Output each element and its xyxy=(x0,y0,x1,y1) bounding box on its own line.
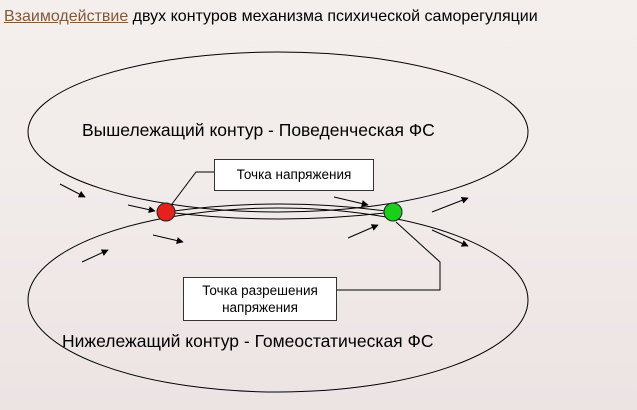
channel-bottom xyxy=(165,211,394,220)
flow-arrow xyxy=(127,204,156,214)
channel-top xyxy=(165,203,394,213)
resolution-label-line2: напряжения xyxy=(222,300,298,315)
flow-arrow xyxy=(347,224,379,239)
resolution-point-marker xyxy=(383,202,403,222)
flow-arrow xyxy=(431,229,469,247)
flow-arrow xyxy=(333,196,369,207)
upper-contour-label: Вышележащий контур - Поведенческая ФС xyxy=(82,120,435,140)
upper-contour-ellipse xyxy=(27,51,529,213)
flow-arrow xyxy=(81,249,109,263)
tension-point-marker xyxy=(156,202,176,222)
flow-arrow xyxy=(431,197,469,213)
tension-point-callout: Точка напряжения xyxy=(214,159,374,191)
title-text: двух контуров механизма психической само… xyxy=(128,8,538,25)
slide-title: Взаимодействие двух контуров механизма п… xyxy=(4,8,538,26)
tension-leader-line xyxy=(171,171,214,205)
lower-contour-label: Нижележащий контур - Гомеостатическая ФС xyxy=(62,331,434,351)
lower-contour-ellipse xyxy=(27,207,529,393)
title-link[interactable]: Взаимодействие xyxy=(4,8,129,25)
resolution-point-callout: Точка разрешения напряжения xyxy=(183,277,337,321)
flow-arrow xyxy=(59,183,86,198)
resolution-label-line1: Точка разрешения xyxy=(202,283,318,298)
flow-arrow xyxy=(152,234,184,244)
resolution-leader-line xyxy=(337,221,441,291)
